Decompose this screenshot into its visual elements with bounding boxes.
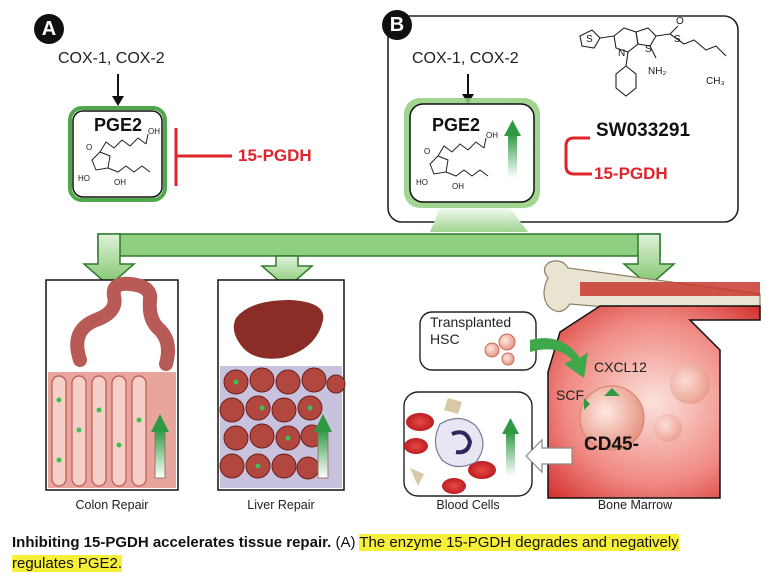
sw-n-ring: N — [618, 48, 626, 59]
pge2-a-oh-chain: OH — [114, 178, 126, 187]
panel-b-badge: B — [382, 10, 412, 40]
caption-highlight-2: regulates PGE2. — [12, 555, 123, 572]
pge2-a-o-top: O — [86, 143, 93, 152]
pge2-structure-b — [429, 137, 489, 177]
sw-s-thio: S — [674, 34, 681, 45]
sw-ch3: CH₃ — [706, 76, 725, 87]
panel-a-badge: A — [34, 14, 64, 44]
caption-panel-ref: (A) — [335, 534, 356, 551]
bone-marrow-graphic — [543, 260, 761, 499]
colon-tissue — [45, 276, 179, 491]
panel-b-cox-label: COX-1, COX-2 — [412, 50, 519, 67]
pge2-structure-a — [91, 133, 151, 173]
scf-label: SCF — [556, 387, 584, 403]
blood-cells-label: Blood Cells — [436, 498, 500, 512]
pge2-a-oh-acid: OH — [148, 127, 160, 136]
cxcl12-label: CXCL12 — [594, 359, 647, 375]
panel-a-enzyme-label: 15-PGDH — [238, 146, 312, 165]
pge2-b-oh-acid: OH — [486, 131, 498, 140]
pge2-b-ho-ring: HO — [416, 178, 428, 187]
blood-cells-graphic — [403, 391, 573, 497]
sw033291-structure — [579, 25, 727, 97]
pge2-b-oh-chain: OH — [452, 182, 464, 191]
bone-marrow-label: Bone Marrow — [597, 498, 673, 512]
cd45-label: CD45- — [584, 434, 639, 455]
panel-a-cox-label: COX-1, COX-2 — [58, 50, 165, 67]
pge2-b-o-top: O — [424, 147, 431, 156]
transplanted-hsc-graphic — [419, 311, 588, 378]
pge2-a-ho-ring: HO — [78, 174, 90, 183]
liver-repair-label: Liver Repair — [247, 498, 315, 512]
panel-b-pge2-label: PGE2 — [432, 115, 481, 135]
transplanted-label-1: Transplanted — [430, 314, 512, 330]
panel-a-graphic — [68, 74, 232, 202]
transplanted-label-2: HSC — [430, 331, 460, 347]
sw-s-thiophene: S — [586, 34, 593, 45]
colon-repair-label: Colon Repair — [75, 498, 149, 512]
figure-caption: Inhibiting 15-PGDH accelerates tissue re… — [12, 532, 764, 574]
caption-title: Inhibiting 15-PGDH accelerates tissue re… — [12, 534, 332, 551]
sw-o-sulf: O — [676, 16, 684, 27]
panel-b-enzyme-label: 15-PGDH — [594, 164, 668, 183]
liver-tissue — [217, 279, 346, 491]
distribution-arrow — [82, 208, 676, 289]
caption-highlight-1: The enzyme 15-PGDH degrades and negative… — [359, 534, 679, 551]
inhibitor-label: SW033291 — [596, 120, 691, 141]
panel-b-graphic — [387, 15, 739, 223]
sw-nh2: NH₂ — [648, 66, 667, 77]
sw-s-ring2: S — [645, 44, 652, 55]
panel-a-pge2-label: PGE2 — [94, 115, 143, 135]
